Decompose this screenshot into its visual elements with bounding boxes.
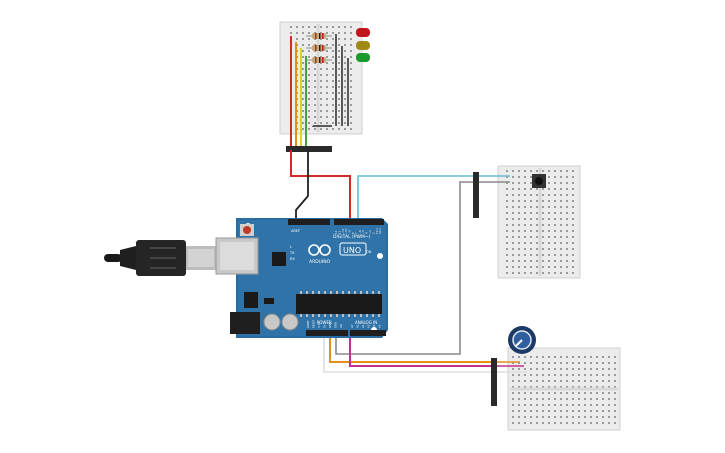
wire-gray-button xyxy=(335,181,476,355)
digital-pin-label: 7 xyxy=(354,232,358,234)
header-strip-top xyxy=(286,146,332,152)
digital-pin-label: 2 xyxy=(371,232,375,234)
digital-label: DIGITAL (PWM~) xyxy=(333,234,371,240)
digital-pin-label: 13 xyxy=(334,230,338,234)
uno-badge xyxy=(339,242,367,256)
power-jack xyxy=(230,312,260,334)
power-label: POWER xyxy=(317,320,332,325)
led-wires xyxy=(290,36,313,150)
analog-pin-label: A1 xyxy=(356,324,360,328)
power-pin-label: RESET xyxy=(312,319,316,328)
resistor-1[interactable] xyxy=(306,33,332,39)
power-pin-label: Vin xyxy=(339,324,343,328)
pushbutton[interactable] xyxy=(532,174,546,188)
analog-header xyxy=(350,330,386,336)
capacitors xyxy=(263,313,299,331)
wire-white-pot xyxy=(323,334,494,373)
digital-header xyxy=(288,219,384,225)
rx-label: RX xyxy=(290,257,295,261)
wire-red-top xyxy=(290,150,351,222)
breadboard-pot[interactable] xyxy=(507,347,621,431)
usb-cable[interactable] xyxy=(104,240,216,276)
button-wires xyxy=(479,175,510,183)
digital-pin-label: 4 xyxy=(365,232,369,234)
digital-pin-label: ~6 xyxy=(358,230,362,234)
analog-label: ANALOG IN xyxy=(355,320,377,325)
aref-label: AREF xyxy=(291,229,300,233)
led-legs xyxy=(312,34,349,127)
on-label: ON xyxy=(366,250,372,254)
wire-black-top xyxy=(295,150,309,222)
power-pin-label: GND xyxy=(334,322,338,328)
wire-orange-pot xyxy=(329,334,494,363)
digital-pin-label: TX 1 xyxy=(375,228,379,234)
analog-pin-label: A4 xyxy=(372,324,376,328)
power-pin-label: GND xyxy=(328,322,332,328)
digital-pin-label: ~5 xyxy=(361,230,365,234)
resistor-2[interactable] xyxy=(306,45,332,51)
usb-chip xyxy=(272,252,286,266)
analog-pin-label: A5 xyxy=(378,324,382,328)
digital-pin-label: RX 0 xyxy=(378,228,382,234)
yellow-led[interactable] xyxy=(356,41,370,50)
tx-label: TX xyxy=(289,251,295,255)
power-header xyxy=(306,330,348,336)
power-pin-label: 5V xyxy=(323,324,327,328)
analog-pin-label: A2 xyxy=(361,324,365,328)
power-pin-label: 3.3V xyxy=(317,322,321,328)
pot-wires xyxy=(497,361,528,373)
wire-magenta-pot xyxy=(349,334,494,367)
digital-pin-label: ~3 xyxy=(368,230,372,234)
usb-b-port xyxy=(215,237,259,275)
digital-pin-label: ~9 xyxy=(348,230,352,234)
green-led[interactable] xyxy=(356,53,370,62)
wire-cyan-button xyxy=(357,175,476,222)
potentiometer[interactable] xyxy=(508,326,536,354)
l-label: L xyxy=(290,245,292,249)
analog-pin-label: A3 xyxy=(367,324,371,328)
red-led[interactable] xyxy=(356,28,370,37)
digital-pin-label: ~11 xyxy=(341,228,345,234)
pot-header xyxy=(491,358,497,406)
power-pin-label: IOREF xyxy=(306,320,310,328)
arduino-logo xyxy=(308,244,331,256)
analog-pin-label: A0 xyxy=(350,324,354,328)
digital-pin-label: ~10 xyxy=(344,228,348,234)
resistor-3[interactable] xyxy=(306,57,332,63)
button-header xyxy=(473,172,479,218)
model-label: UNO xyxy=(343,246,361,255)
digital-pin-label: 12 xyxy=(337,230,341,234)
reset-button[interactable] xyxy=(240,224,254,236)
brand-label: ARDUINO xyxy=(309,259,331,265)
voltage-regulator xyxy=(244,292,274,308)
atmega-chip xyxy=(296,291,382,317)
digital-pin-label: 8 xyxy=(351,232,355,234)
